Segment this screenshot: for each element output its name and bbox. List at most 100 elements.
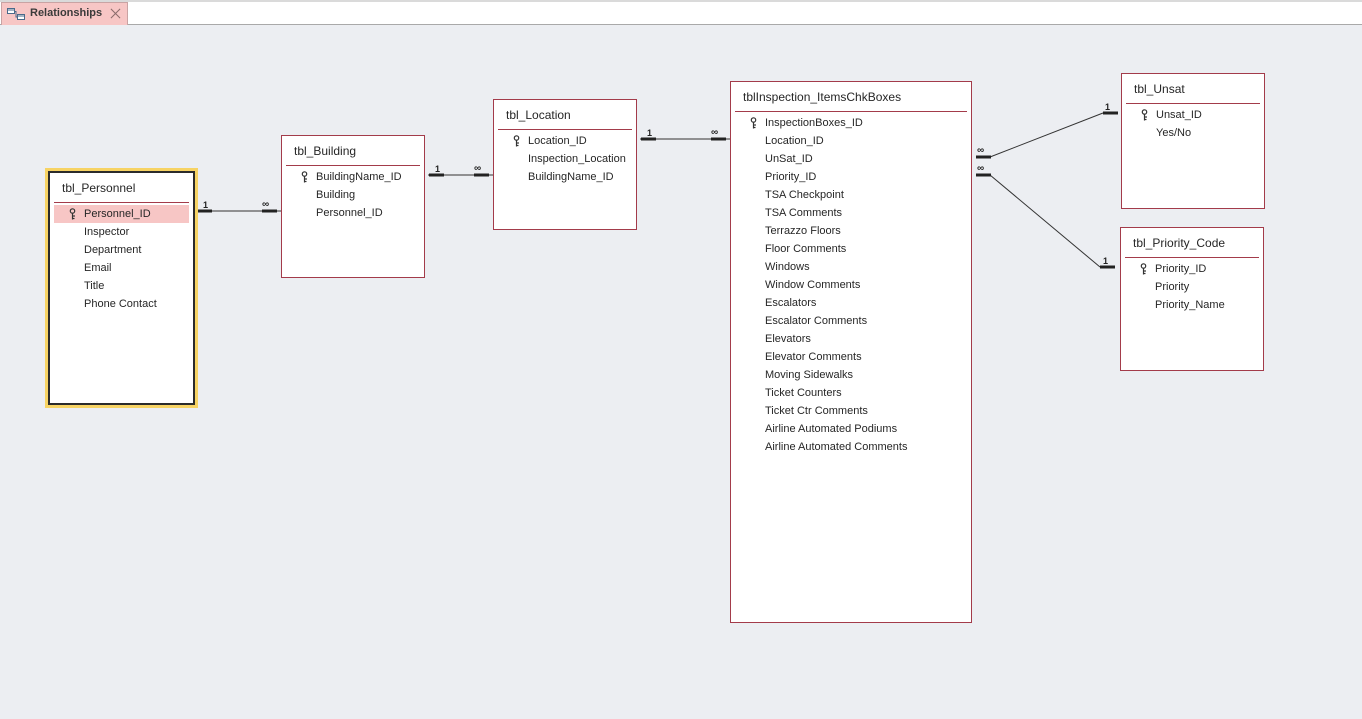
field-label: Email — [84, 262, 112, 274]
field-label: BuildingName_ID — [316, 171, 402, 183]
field-window-comments[interactable]: Window Comments — [735, 276, 967, 294]
field-label: Elevators — [765, 333, 811, 345]
relationships-icon — [7, 8, 25, 20]
primary-key-icon — [1140, 109, 1149, 121]
field-label: Priority — [1155, 281, 1190, 293]
field-department[interactable]: Department — [54, 241, 189, 259]
field-label: BuildingName_ID — [528, 171, 614, 183]
field-floor-comments[interactable]: Floor Comments — [735, 240, 967, 258]
field-label: UnSat_ID — [765, 153, 813, 165]
title-divider — [735, 111, 967, 112]
field-escalators[interactable]: Escalators — [735, 294, 967, 312]
field-label: Window Comments — [765, 279, 861, 291]
field-airline-automated-podiums[interactable]: Airline Automated Podiums — [735, 420, 967, 438]
field-buildingname-id[interactable]: BuildingName_ID — [286, 168, 420, 186]
tab-label: Relationships — [30, 7, 103, 19]
field-label: Airline Automated Comments — [765, 441, 908, 453]
field-email[interactable]: Email — [54, 259, 189, 277]
field-list: Unsat_ID Yes/No — [1126, 106, 1260, 142]
table-title: tbl_Building — [294, 144, 357, 158]
field-label: Inspection_Location — [528, 153, 626, 165]
field-label: Department — [84, 244, 142, 256]
field-buildingname-id[interactable]: BuildingName_ID — [498, 168, 632, 186]
field-inspector[interactable]: Inspector — [54, 223, 189, 241]
field-label: Priority_Name — [1155, 299, 1225, 311]
cardinality-one: 1 — [435, 164, 441, 174]
title-divider — [498, 129, 632, 130]
title-divider — [54, 202, 189, 203]
field-label: TSA Checkpoint — [765, 189, 844, 201]
field-personnel-id[interactable]: Personnel_ID — [54, 205, 189, 223]
field-label: Priority_ID — [1155, 263, 1207, 275]
field-tsa-comments[interactable]: TSA Comments — [735, 204, 967, 222]
field-label: Escalators — [765, 297, 817, 309]
field-inspection-location[interactable]: Inspection_Location — [498, 150, 632, 168]
field-label: Elevator Comments — [765, 351, 862, 363]
table-title: tbl_Priority_Code — [1133, 236, 1226, 250]
field-yes-no[interactable]: Yes/No — [1126, 124, 1260, 142]
field-unsat-id[interactable]: UnSat_ID — [735, 150, 967, 168]
field-title[interactable]: Title — [54, 277, 189, 295]
field-terrazzo-floors[interactable]: Terrazzo Floors — [735, 222, 967, 240]
title-divider — [286, 165, 420, 166]
table-title: tbl_Location — [506, 108, 571, 122]
cardinality-many: ∞ — [262, 199, 269, 210]
document-tab-bar: Relationships — [0, 0, 1362, 25]
cardinality-one: 1 — [647, 128, 653, 138]
rel-inspection-unsat — [989, 112, 1104, 158]
field-unsat-id[interactable]: Unsat_ID — [1126, 106, 1260, 124]
field-location-id[interactable]: Location_ID — [735, 132, 967, 150]
field-label: Floor Comments — [765, 243, 847, 255]
field-label: Location_ID — [528, 135, 587, 147]
field-priority-name[interactable]: Priority_Name — [1125, 296, 1259, 314]
field-ticket-counters[interactable]: Ticket Counters — [735, 384, 967, 402]
table-unsat[interactable]: tbl_Unsat Unsat_ID Yes/No — [1121, 73, 1265, 209]
tab-relationships[interactable]: Relationships — [1, 2, 128, 25]
field-elevators[interactable]: Elevators — [735, 330, 967, 348]
field-label: Airline Automated Podiums — [765, 423, 898, 435]
field-priority-id[interactable]: Priority_ID — [1125, 260, 1259, 278]
field-label: Unsat_ID — [1156, 109, 1202, 121]
primary-key-icon — [300, 171, 309, 183]
field-building[interactable]: Building — [286, 186, 420, 204]
field-tsa-checkpoint[interactable]: TSA Checkpoint — [735, 186, 967, 204]
table-title: tbl_Unsat — [1134, 82, 1185, 96]
field-list: InspectionBoxes_ID Location_ID UnSat_ID Pri… — [735, 114, 967, 456]
field-label: Personnel_ID — [84, 208, 151, 220]
field-label: Moving Sidewalks — [765, 369, 854, 381]
table-inspection-items[interactable]: tblInspection_ItemsChkBoxes InspectionBo… — [730, 81, 972, 623]
cardinality-many: ∞ — [474, 163, 481, 174]
field-inspectionboxes-id[interactable]: InspectionBoxes_ID — [735, 114, 967, 132]
cardinality-one: 1 — [1105, 102, 1111, 112]
primary-key-icon — [68, 208, 77, 220]
field-ticket-ctr-comments[interactable]: Ticket Ctr Comments — [735, 402, 967, 420]
cardinality-one: 1 — [1103, 256, 1109, 266]
cardinality-one: 1 — [203, 200, 209, 210]
table-location[interactable]: tbl_Location Location_ID Inspection_Locat… — [493, 99, 637, 230]
field-label: Inspector — [84, 226, 130, 238]
table-title: tbl_Personnel — [62, 181, 136, 195]
field-label: Location_ID — [765, 135, 824, 147]
close-icon[interactable] — [110, 8, 121, 19]
field-label: Ticket Counters — [765, 387, 842, 399]
field-personnel-id[interactable]: Personnel_ID — [286, 204, 420, 222]
field-location-id[interactable]: Location_ID — [498, 132, 632, 150]
table-title: tblInspection_ItemsChkBoxes — [743, 90, 902, 104]
rel-inspection-priority — [989, 174, 1101, 268]
field-windows[interactable]: Windows — [735, 258, 967, 276]
field-moving-sidewalks[interactable]: Moving Sidewalks — [735, 366, 967, 384]
field-elevator-comments[interactable]: Elevator Comments — [735, 348, 967, 366]
field-escalator-comments[interactable]: Escalator Comments — [735, 312, 967, 330]
field-phone-contact[interactable]: Phone Contact — [54, 295, 189, 313]
field-priority-id[interactable]: Priority_ID — [735, 168, 967, 186]
field-priority[interactable]: Priority — [1125, 278, 1259, 296]
primary-key-icon — [1139, 263, 1148, 275]
field-label: InspectionBoxes_ID — [765, 117, 863, 129]
field-airline-automated-comments[interactable]: Airline Automated Comments — [735, 438, 967, 456]
